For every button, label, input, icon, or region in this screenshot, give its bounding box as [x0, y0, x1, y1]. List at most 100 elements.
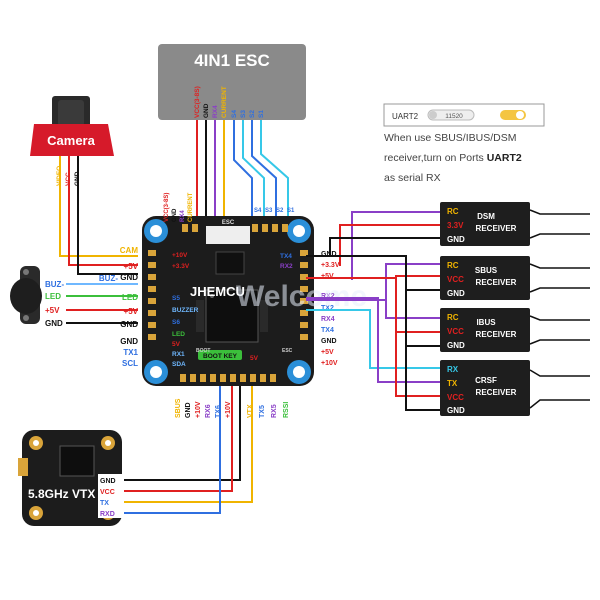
fc-right-gnd2: GND — [321, 338, 337, 345]
fc-inner-s6: S6 — [172, 319, 180, 326]
fc-top-rx4: RX4 — [180, 210, 186, 222]
vtx-wire-vcc — [124, 386, 233, 492]
fc-gyro-chip — [215, 251, 245, 275]
esc-pins: VCC(3-8S) GND RX4 CURRENT S4 S3 S2 S1 — [194, 86, 265, 118]
fc-small-boot: BOOT — [196, 348, 210, 354]
fc-right-5v: +5V — [321, 273, 334, 280]
ibus-pin-vcc: VCC — [447, 327, 464, 336]
esc-pin-gnd: GND — [203, 103, 210, 118]
led-left-label: LED — [45, 292, 61, 301]
fc-bottom-rssi: RSSI — [283, 402, 290, 418]
ibus-box — [440, 308, 530, 352]
fc-top-gnd: GND — [172, 208, 178, 222]
fc-top-s1: S1 — [287, 208, 295, 214]
esc-pin-s2: S2 — [249, 110, 256, 118]
esc-wire-s2 — [251, 120, 277, 225]
esc-wire-s3 — [242, 120, 265, 225]
esc-pin-vcc: VCC(3-8S) — [194, 86, 201, 118]
vtx-pin-rxd: RXD — [100, 511, 115, 518]
fc-bottom-vtx: VTX — [247, 404, 254, 418]
led-left-vcc: +5V — [45, 306, 60, 315]
crsf-box — [440, 360, 530, 416]
buzzer-icon — [10, 278, 42, 314]
fc-left-gnd2: GND — [120, 337, 138, 346]
crsf-wire-vcc — [395, 332, 440, 397]
vtx-pin-gnd: GND — [100, 478, 116, 485]
uart-note: When use SBUS/IBUS/DSM receiver,turn on … — [384, 128, 594, 188]
peripheral-wires — [66, 283, 138, 324]
sbus-type: RECEIVER — [476, 278, 517, 287]
esc-pin-current: CURRENT — [221, 86, 228, 118]
sbus-pin-vcc: VCC — [447, 275, 464, 284]
fc-right-10v: +10V — [321, 360, 338, 367]
fc-left-gnd: GND — [120, 320, 138, 329]
fc-right-tx2: TX2 — [321, 305, 334, 312]
esc-pin-s1: S1 — [258, 110, 265, 118]
fc-right-3v3: +3.3V — [321, 262, 340, 269]
camera-red-tag — [30, 124, 114, 156]
receiver-sbus: RC VCC GND SBUS RECEIVER — [440, 256, 530, 300]
uart-toggle-off[interactable] — [427, 109, 475, 121]
sbus-wire-rc — [306, 263, 440, 301]
fc-left-5v-cam: +5V — [124, 262, 139, 271]
camera-module: Camera VIDEO VCC GND — [30, 96, 114, 186]
esc-pin-rx4: RX4 — [212, 105, 219, 118]
buzzer-module — [10, 266, 42, 324]
sbus-name: SBUS — [475, 266, 498, 275]
fc-bottom-rx5: RX5 — [271, 404, 278, 418]
dsm-box — [440, 202, 530, 246]
ibus-wire-rc — [385, 300, 440, 319]
camera-wire-gnd — [77, 156, 138, 275]
crsf-pin-rx: RX — [447, 365, 459, 374]
fc-bottom-tx6: TX6 — [215, 405, 222, 418]
fc-esc-plug — [206, 226, 250, 244]
fc-inner-tx4: TX4 — [280, 253, 292, 260]
fc-left-cam: CAM — [120, 246, 139, 255]
dsm-pin-vcc: 3.3V — [447, 221, 464, 230]
fc-bottom-gnd: GND — [185, 402, 192, 418]
camera-wire-video — [59, 156, 138, 257]
watermark: Welcome — [236, 280, 367, 313]
vtx-wire-video — [124, 386, 253, 503]
fc-inner-sda: SDA — [172, 361, 186, 368]
buzzer-pin-buz: BUZ- — [45, 280, 64, 289]
fc-inner-rx2: RX2 — [280, 263, 293, 270]
vtx-wires — [124, 386, 253, 514]
fc-bottom-10v2: +10V — [225, 401, 232, 418]
vtx-module: 5.8GHz VTX GND VCC TX RXD — [18, 430, 124, 526]
note-port: UART2 — [486, 152, 522, 164]
fc-small-esc: ESC — [282, 348, 293, 354]
fc-right-gnd: GND — [321, 251, 337, 258]
vtx-antenna-connector — [18, 458, 28, 476]
fc-inner-rx1: RX1 — [172, 351, 185, 358]
receiver-wires — [306, 211, 440, 411]
receiver-crsf: RX TX VCC GND CRSF RECEIVER — [440, 360, 530, 416]
fc-bottom-10v: +10V — [195, 401, 202, 418]
fc-top-s2: S2 — [276, 208, 284, 214]
fc-inner-led: LED — [172, 331, 185, 338]
fc-pads — [148, 224, 308, 382]
fc-mcu-chip — [205, 289, 259, 343]
vtx-title: 5.8GHz VTX — [28, 487, 95, 501]
note-line3: as serial RX — [384, 172, 441, 184]
buzzer-pin-gnd: GND — [45, 319, 63, 328]
crsf-name: CRSF — [475, 376, 497, 385]
fc-esc-plug-label: ESC — [222, 220, 235, 226]
fc-left-buz: BUZ- — [99, 274, 118, 283]
dsm-type: RECEIVER — [476, 224, 517, 233]
fc-right-rx4: RX4 — [321, 316, 335, 323]
crsf-type: RECEIVER — [476, 388, 517, 397]
ibus-pin-rc: RC — [447, 313, 459, 322]
sbus-pin-gnd: GND — [447, 289, 465, 298]
fc-right-5v2: +5V — [321, 349, 334, 356]
dsm-wire-vcc — [339, 224, 440, 266]
sbus-pin-rc: RC — [447, 261, 459, 270]
esc-wire-s1 — [260, 120, 289, 225]
vtx-wire-gnd — [124, 386, 241, 481]
camera-title: Camera — [47, 133, 95, 148]
ibus-pin-gnd: GND — [447, 341, 465, 350]
fc-mount-holes — [144, 219, 311, 384]
esc-module: 4IN1 ESC VCC(3-8S) GND RX4 CURRENT S4 S3… — [158, 44, 306, 120]
vtx-chip — [59, 445, 95, 477]
